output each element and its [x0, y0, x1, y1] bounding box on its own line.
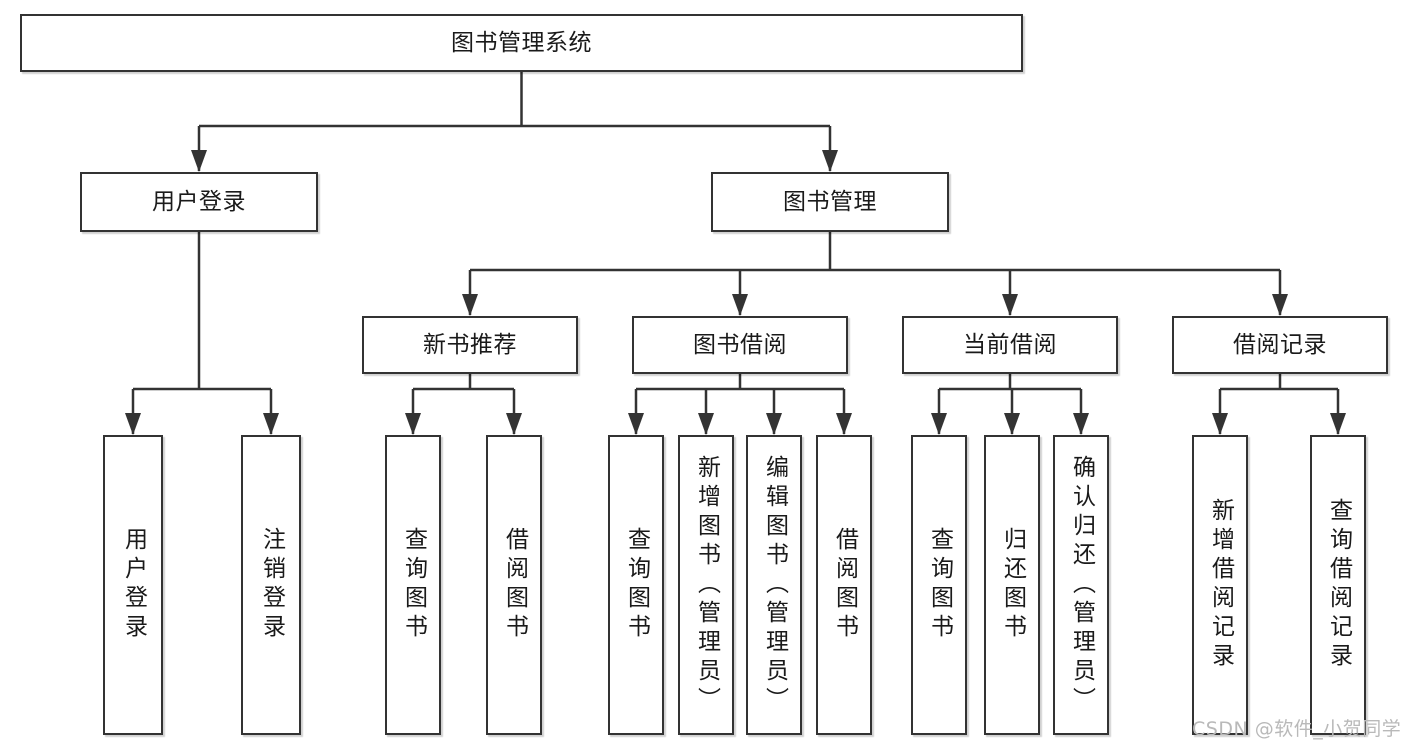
node-label-leaf-query-book-1: 查询图书 — [400, 527, 427, 643]
node-label-leaf-edit-book: 编辑图书（管理员） — [761, 454, 788, 716]
arrow-head — [1272, 294, 1288, 316]
node-label-leaf-query-book-2: 查询图书 — [623, 527, 650, 643]
node-leaf-confirm-return[interactable]: 确认归还（管理员） — [1053, 435, 1109, 735]
node-label-book-borrow: 图书借阅 — [693, 331, 787, 358]
node-label-new-book-rec: 新书推荐 — [423, 331, 517, 358]
node-book-borrow[interactable]: 图书借阅 — [632, 316, 848, 374]
watermark: CSDN @软件_小贺同学 — [1192, 718, 1402, 740]
node-current-borrow[interactable]: 当前借阅 — [902, 316, 1118, 374]
node-leaf-edit-book[interactable]: 编辑图书（管理员） — [746, 435, 802, 735]
node-leaf-return-book[interactable]: 归还图书 — [984, 435, 1040, 735]
arrow-head — [628, 413, 644, 435]
arrow-head — [1002, 294, 1018, 316]
node-leaf-query-record[interactable]: 查询借阅记录 — [1310, 435, 1366, 735]
node-leaf-query-book-3[interactable]: 查询图书 — [911, 435, 967, 735]
node-leaf-query-book-2[interactable]: 查询图书 — [608, 435, 664, 735]
node-label-leaf-return-book: 归还图书 — [999, 527, 1026, 643]
arrow-head — [1212, 413, 1228, 435]
node-user-login[interactable]: 用户登录 — [80, 172, 318, 232]
node-leaf-add-book[interactable]: 新增图书（管理员） — [678, 435, 734, 735]
node-label-leaf-confirm-return: 确认归还（管理员） — [1068, 454, 1095, 716]
arrow-head — [1073, 413, 1089, 435]
arrow-head — [191, 150, 207, 172]
node-label-borrow-record: 借阅记录 — [1233, 331, 1327, 358]
arrow-head — [1004, 413, 1020, 435]
node-new-book-rec[interactable]: 新书推荐 — [362, 316, 578, 374]
node-borrow-record[interactable]: 借阅记录 — [1172, 316, 1388, 374]
node-label-root: 图书管理系统 — [451, 29, 592, 56]
node-label-leaf-query-book-3: 查询图书 — [926, 527, 953, 643]
arrow-head — [405, 413, 421, 435]
arrow-head — [931, 413, 947, 435]
arrow-head — [263, 413, 279, 435]
node-leaf-add-record[interactable]: 新增借阅记录 — [1192, 435, 1248, 735]
arrow-head — [766, 413, 782, 435]
node-label-leaf-borrow-book-2: 借阅图书 — [831, 527, 858, 643]
node-label-leaf-add-book: 新增图书（管理员） — [693, 454, 720, 716]
node-label-current-borrow: 当前借阅 — [963, 331, 1057, 358]
arrow-head — [732, 294, 748, 316]
arrow-head — [462, 294, 478, 316]
node-label-leaf-borrow-book-1: 借阅图书 — [501, 527, 528, 643]
node-leaf-logout[interactable]: 注销登录 — [241, 435, 301, 735]
node-leaf-borrow-book-1[interactable]: 借阅图书 — [486, 435, 542, 735]
node-root[interactable]: 图书管理系统 — [20, 14, 1023, 72]
node-label-user-login: 用户登录 — [152, 188, 246, 215]
arrow-head — [506, 413, 522, 435]
arrow-head — [1330, 413, 1346, 435]
node-leaf-user-login[interactable]: 用户登录 — [103, 435, 163, 735]
arrow-head — [698, 413, 714, 435]
node-label-leaf-query-record: 查询借阅记录 — [1325, 498, 1352, 672]
arrow-head — [822, 150, 838, 172]
node-label-book-manage: 图书管理 — [783, 188, 877, 215]
node-book-manage[interactable]: 图书管理 — [711, 172, 949, 232]
arrow-head — [836, 413, 852, 435]
arrow-head — [125, 413, 141, 435]
node-leaf-borrow-book-2[interactable]: 借阅图书 — [816, 435, 872, 735]
node-leaf-query-book-1[interactable]: 查询图书 — [385, 435, 441, 735]
node-label-leaf-logout: 注销登录 — [258, 527, 285, 643]
node-label-leaf-add-record: 新增借阅记录 — [1207, 498, 1234, 672]
node-label-leaf-user-login: 用户登录 — [120, 527, 147, 643]
